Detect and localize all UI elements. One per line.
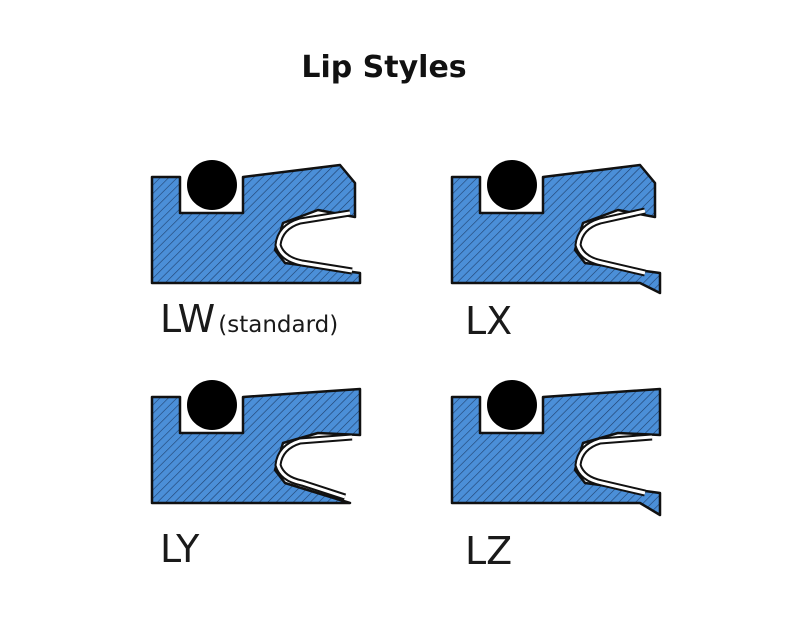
o-ring xyxy=(187,160,237,210)
style-code: LX xyxy=(465,299,513,343)
o-ring xyxy=(187,380,237,430)
o-ring xyxy=(487,160,537,210)
style-label-ly: LY xyxy=(160,530,199,568)
style-code: LW xyxy=(160,297,216,341)
style-code: LY xyxy=(160,527,200,571)
seal-lx-cross-section xyxy=(450,160,662,295)
style-label-lz: LZ xyxy=(465,532,512,570)
style-label-lw: LW(standard) xyxy=(160,300,338,338)
diagram-title: Lip Styles xyxy=(301,50,467,85)
o-ring xyxy=(487,380,537,430)
style-label-lx: LX xyxy=(465,302,512,340)
seal-lz-cross-section xyxy=(450,380,662,517)
style-note: (standard) xyxy=(218,312,339,338)
style-code: LZ xyxy=(465,529,513,573)
seal-lw-cross-section xyxy=(150,160,362,285)
seal-ly-cross-section xyxy=(150,380,362,505)
